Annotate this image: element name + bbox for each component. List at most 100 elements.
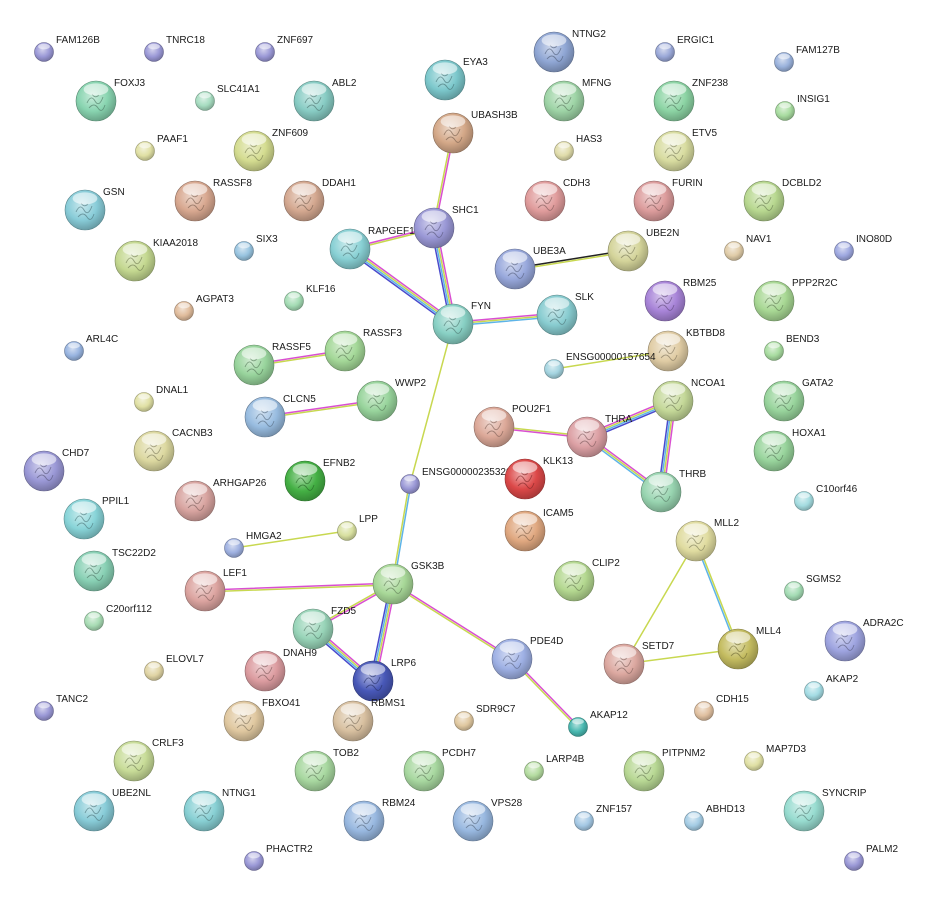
node-tsc22d2[interactable]: TSC22D2 <box>73 548 156 592</box>
node-fam127b[interactable]: FAM127B <box>774 45 841 72</box>
node-pde4d[interactable]: PDE4D <box>491 636 563 680</box>
node-klk13[interactable]: KLK13 <box>504 456 573 500</box>
edge-gsk3b-pde4d[interactable] <box>391 582 514 661</box>
node-larp4b[interactable]: LARP4B <box>524 754 585 781</box>
node-gsn[interactable]: GSN <box>64 187 125 231</box>
node-tanc2[interactable]: TANC2 <box>34 694 89 721</box>
edge-rapgef1-fyn[interactable] <box>347 246 456 327</box>
node-cdh3[interactable]: CDH3 <box>524 178 591 222</box>
node-tob2[interactable]: TOB2 <box>294 748 359 792</box>
node-sdr9c7[interactable]: SDR9C7 <box>454 704 516 731</box>
node-ensg00000157654[interactable]: ENSG00000157654 <box>544 352 656 379</box>
node-fzd5[interactable]: FZD5 <box>292 606 356 650</box>
node-fyn[interactable]: FYN <box>432 301 491 345</box>
node-mll4[interactable]: MLL4 <box>717 626 781 670</box>
node-arl4c[interactable]: ARL4C <box>64 334 119 361</box>
node-rassf5[interactable]: RASSF5 <box>233 342 311 386</box>
node-nav1[interactable]: NAV1 <box>724 234 772 261</box>
node-ube3a[interactable]: UBE3A <box>494 246 566 290</box>
node-ube2n[interactable]: UBE2N <box>607 228 679 272</box>
node-mfng[interactable]: MFNG <box>543 78 612 122</box>
node-c10orf46[interactable]: C10orf46 <box>794 484 858 511</box>
node-gata2[interactable]: GATA2 <box>763 378 834 422</box>
node-bend3[interactable]: BEND3 <box>764 334 820 361</box>
node-fbxo41[interactable]: FBXO41 <box>223 698 301 742</box>
edge-hmga2-lpp[interactable] <box>233 530 348 549</box>
node-palm2[interactable]: PALM2 <box>844 844 899 871</box>
node-crlf3[interactable]: CRLF3 <box>113 738 184 782</box>
node-agpat3[interactable]: AGPAT3 <box>174 294 235 321</box>
node-efnb2[interactable]: EFNB2 <box>284 458 356 502</box>
node-adra2c[interactable]: ADRA2C <box>824 618 904 662</box>
node-rassf3[interactable]: RASSF3 <box>324 328 402 372</box>
node-kiaa2018[interactable]: KIAA2018 <box>114 238 198 282</box>
node-syncrip[interactable]: SYNCRIP <box>783 788 867 832</box>
node-foxj3[interactable]: FOXJ3 <box>75 78 146 122</box>
node-pcdh7[interactable]: PCDH7 <box>403 748 476 792</box>
node-cacnb3[interactable]: CACNB3 <box>133 428 213 472</box>
node-pitpnm2[interactable]: PITPNM2 <box>623 748 706 792</box>
node-ddah1[interactable]: DDAH1 <box>283 178 356 222</box>
node-znf609[interactable]: ZNF609 <box>233 128 309 172</box>
node-akap2[interactable]: AKAP2 <box>804 674 859 701</box>
node-furin[interactable]: FURIN <box>633 178 703 222</box>
node-slk[interactable]: SLK <box>536 292 594 336</box>
node-vps28[interactable]: VPS28 <box>452 798 523 842</box>
node-sgms2[interactable]: SGMS2 <box>784 574 842 601</box>
node-arhgap26[interactable]: ARHGAP26 <box>174 478 267 522</box>
node-ensg00000235320[interactable]: ENSG00000235320 <box>400 467 512 494</box>
node-thra[interactable]: THRA <box>566 414 633 458</box>
node-rassf8[interactable]: RASSF8 <box>174 178 252 222</box>
edge-fyn-ensg00000235320[interactable] <box>409 323 454 485</box>
node-rbm25[interactable]: RBM25 <box>644 278 717 322</box>
node-lef1[interactable]: LEF1 <box>184 568 247 612</box>
edge-mll2-setd7[interactable] <box>623 540 697 665</box>
node-ncoa1[interactable]: NCOA1 <box>652 378 726 422</box>
node-znf157[interactable]: ZNF157 <box>574 804 633 831</box>
node-map7d3[interactable]: MAP7D3 <box>744 744 807 771</box>
node-chd7[interactable]: CHD7 <box>23 448 90 492</box>
node-eya3[interactable]: EYA3 <box>424 57 488 101</box>
node-ubash3b[interactable]: UBASH3B <box>432 110 518 154</box>
node-paaf1[interactable]: PAAF1 <box>135 134 189 161</box>
node-fam126b[interactable]: FAM126B <box>34 35 101 62</box>
node-c20orf112[interactable]: C20orf112 <box>84 604 153 631</box>
node-rbms1[interactable]: RBMS1 <box>332 698 406 742</box>
node-akap12[interactable]: AKAP12 <box>568 710 629 737</box>
node-dnah9[interactable]: DNAH9 <box>244 648 317 692</box>
node-setd7[interactable]: SETD7 <box>603 641 675 685</box>
node-ube2nl[interactable]: UBE2NL <box>73 788 151 832</box>
node-thrb[interactable]: THRB <box>640 469 707 513</box>
node-znf697[interactable]: ZNF697 <box>255 35 314 62</box>
node-hoxa1[interactable]: HOXA1 <box>753 428 826 472</box>
node-lrp6[interactable]: LRP6 <box>352 658 416 702</box>
node-six3[interactable]: SIX3 <box>234 234 279 261</box>
node-abhd13[interactable]: ABHD13 <box>684 804 746 831</box>
node-ergic1[interactable]: ERGIC1 <box>655 35 715 62</box>
node-tnrc18[interactable]: TNRC18 <box>144 35 206 62</box>
node-znf238[interactable]: ZNF238 <box>653 78 729 122</box>
node-lpp[interactable]: LPP <box>337 514 379 541</box>
node-ppil1[interactable]: PPIL1 <box>63 496 130 540</box>
node-kbtbd8[interactable]: KBTBD8 <box>647 328 725 372</box>
node-rbm24[interactable]: RBM24 <box>343 798 416 842</box>
node-klf16[interactable]: KLF16 <box>284 284 336 311</box>
node-clip2[interactable]: CLIP2 <box>553 558 620 602</box>
node-mll2[interactable]: MLL2 <box>675 518 739 562</box>
node-abl2[interactable]: ABL2 <box>293 78 357 122</box>
node-cdh15[interactable]: CDH15 <box>694 694 750 721</box>
node-wwp2[interactable]: WWP2 <box>356 378 427 422</box>
node-etv5[interactable]: ETV5 <box>653 128 717 172</box>
node-has3[interactable]: HAS3 <box>554 134 603 161</box>
node-hmga2[interactable]: HMGA2 <box>224 531 283 558</box>
node-pou2f1[interactable]: POU2F1 <box>473 404 551 448</box>
node-elovl7[interactable]: ELOVL7 <box>144 654 205 681</box>
node-ntng2[interactable]: NTNG2 <box>533 29 606 73</box>
node-ntng1[interactable]: NTNG1 <box>183 788 256 832</box>
node-ino80d[interactable]: INO80D <box>834 234 893 261</box>
edge-lef1-gsk3b[interactable] <box>204 582 394 593</box>
node-rapgef1[interactable]: RAPGEF1 <box>329 226 415 270</box>
node-insig1[interactable]: INSIG1 <box>775 94 831 121</box>
node-dcbld2[interactable]: DCBLD2 <box>743 178 822 222</box>
node-shc1[interactable]: SHC1 <box>413 205 479 249</box>
